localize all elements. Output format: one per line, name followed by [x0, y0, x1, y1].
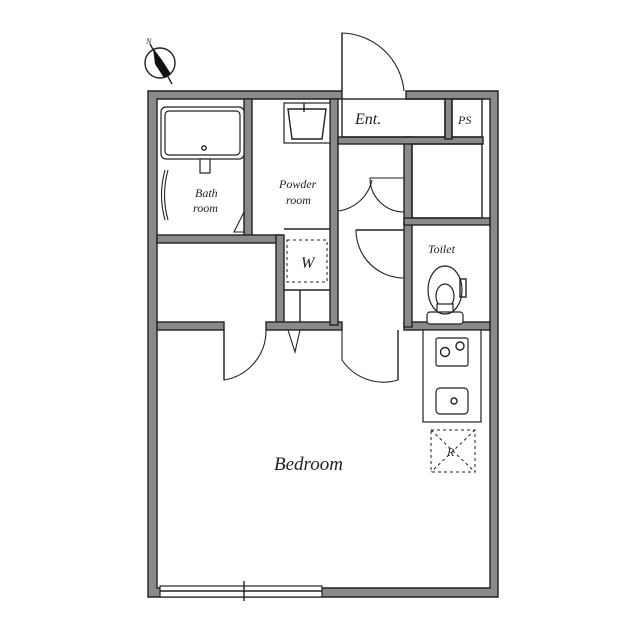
fridge-label: R	[446, 445, 455, 459]
wall-bath-powder	[243, 98, 253, 238]
wall-ps-left	[444, 98, 453, 140]
bath-label-2: room	[193, 201, 218, 215]
bath-label-1: Bath	[195, 186, 218, 200]
toilet-fixture	[426, 265, 464, 325]
washer-label: W	[301, 255, 316, 272]
bedroom-hall-door[interactable]	[341, 330, 399, 383]
wall-hall-left	[329, 98, 339, 326]
entrance-label: Ent.	[354, 111, 381, 128]
wall-toilet-top	[403, 217, 491, 226]
wall-toilet-left	[403, 136, 413, 328]
kitchen-counter	[422, 329, 482, 423]
powder-label-2: room	[286, 193, 311, 207]
north-label: N	[145, 37, 152, 46]
hall-door-2[interactable]	[369, 177, 405, 213]
entrance-door[interactable]	[341, 32, 405, 92]
pipe-space-label: PS	[457, 113, 471, 127]
compass-icon: N	[144, 37, 176, 85]
hall-door-1[interactable]	[337, 144, 373, 212]
entrance-box	[341, 98, 446, 138]
bedroom-label: Bedroom	[274, 454, 343, 475]
powder-label-1: Powder	[278, 177, 317, 191]
fridge-space	[430, 429, 476, 473]
toilet-door[interactable]	[355, 229, 405, 279]
wall-bedroom-top-mid	[265, 321, 343, 331]
bedroom-door[interactable]	[223, 329, 267, 381]
wall-bath-bottom	[156, 234, 283, 244]
wall-entrance-bottom	[337, 136, 484, 145]
wall-closet-right	[275, 234, 285, 326]
window-bottom	[159, 581, 323, 601]
shoe-cabinet	[411, 143, 483, 219]
wall-bedroom-top-left	[156, 321, 225, 331]
toilet-label: Toilet	[428, 242, 456, 256]
vanity-sink	[283, 102, 331, 144]
pipe-space-box	[451, 98, 483, 138]
washer-space	[286, 239, 328, 283]
